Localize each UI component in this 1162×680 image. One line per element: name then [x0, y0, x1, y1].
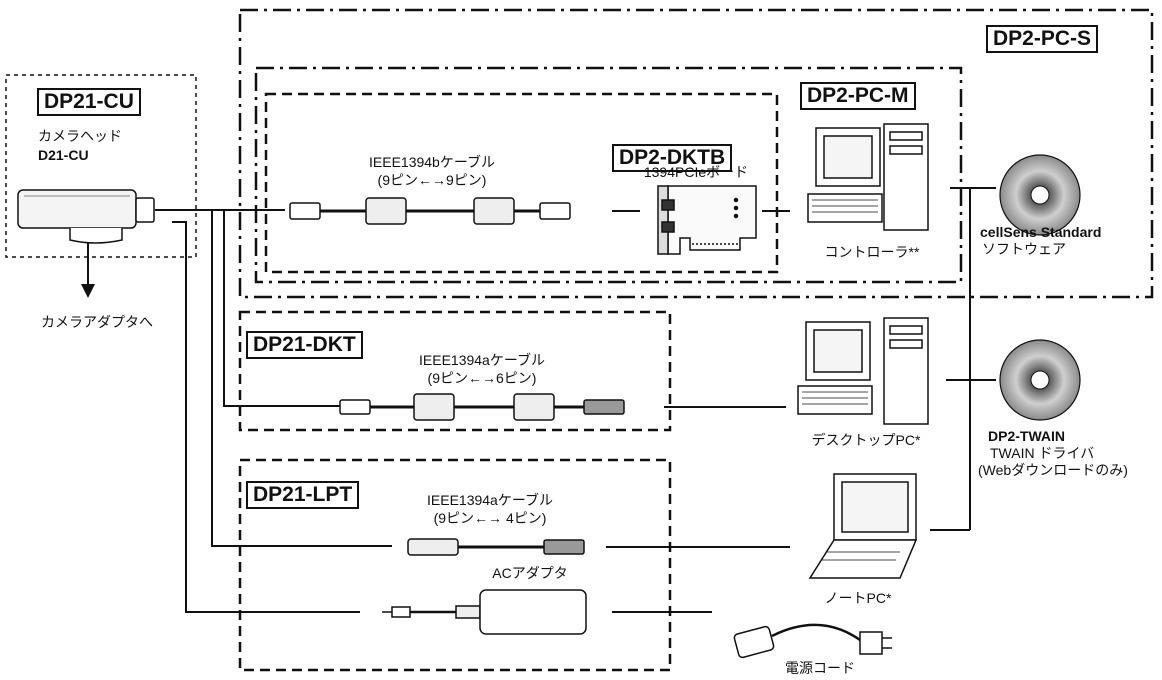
kit-label-dp21-cu: DP21-CU: [37, 88, 141, 116]
ac-adapter-icon: [382, 589, 587, 635]
cellsens-disc-icon: [999, 154, 1081, 236]
camera-model-label: D21-CU: [38, 147, 89, 163]
ieee1394a-6pin-cable-title: IEEE1394aケーブル: [419, 352, 545, 368]
dp21-cu-boundary: [5, 74, 197, 258]
ieee1394a-4pin-cable-pins: (9ピン←→ 4ピン): [433, 510, 547, 526]
pcie-board-icon: [657, 185, 757, 255]
camera-adapter-label: カメラアダプタへ: [41, 314, 153, 330]
notebook-label: ノートPC*: [824, 590, 892, 606]
ieee1394a-4pin-cable-title: IEEE1394aケーブル: [427, 492, 553, 508]
cellsens-name: cellSens Standard: [980, 224, 1102, 240]
dp2-dktb-boundary: [264, 92, 779, 274]
power-cord-label: 電源コード: [785, 660, 855, 676]
ieee1394b-cable-icon: [289, 197, 571, 225]
controller-label: コントローラ**: [824, 244, 920, 260]
controller-pc-icon: [807, 123, 929, 231]
twain-name: DP2-TWAIN: [988, 428, 1065, 444]
twain-disc-icon: [999, 339, 1081, 421]
camera-head-icon: [17, 189, 155, 244]
kit-label-dp21-lpt: DP21-LPT: [246, 481, 360, 509]
kit-label-dp2-pc-s: DP2-PC-S: [986, 25, 1099, 53]
dp2-pc-m-boundary: [254, 66, 963, 284]
cellsens-type: ソフトウェア: [982, 241, 1066, 257]
ieee1394b-cable-pins: (9ピン←→9ピン): [377, 172, 487, 188]
ieee1394b-cable-title: IEEE1394bケーブル: [369, 154, 495, 170]
kit-label-dp21-dkt: DP21-DKT: [246, 331, 363, 359]
ieee1394a-6pin-cable-icon: [339, 393, 625, 421]
arrow-down-icon: [81, 284, 95, 298]
twain-type: TWAIN ドライバ: [990, 445, 1095, 461]
kit-label-dp2-pc-m: DP2-PC-M: [800, 82, 916, 110]
power-cord-icon: [733, 623, 892, 659]
twain-note: (Webダウンロードのみ): [978, 462, 1128, 478]
ac-adapter-label: ACアダプタ: [492, 565, 568, 581]
ieee1394a-4pin-cable-icon: [407, 538, 585, 556]
camera-head-label: カメラヘッド: [38, 128, 122, 144]
kit-label-dp2-dktb: DP2-DKTB: [612, 144, 733, 172]
notebook-pc-icon: [808, 473, 918, 579]
dp2-pc-s-boundary: [238, 8, 1154, 299]
ieee1394a-6pin-cable-pins: (9ピン←→6ピン): [427, 370, 537, 386]
dp21-lpt-boundary: [238, 458, 672, 672]
desktop-label: デスクトップPC*: [811, 432, 921, 448]
dp21-dkt-boundary: [238, 310, 672, 432]
desktop-pc-icon: [797, 317, 929, 425]
pcie-board-label: 1394PCIeボード: [643, 164, 749, 180]
